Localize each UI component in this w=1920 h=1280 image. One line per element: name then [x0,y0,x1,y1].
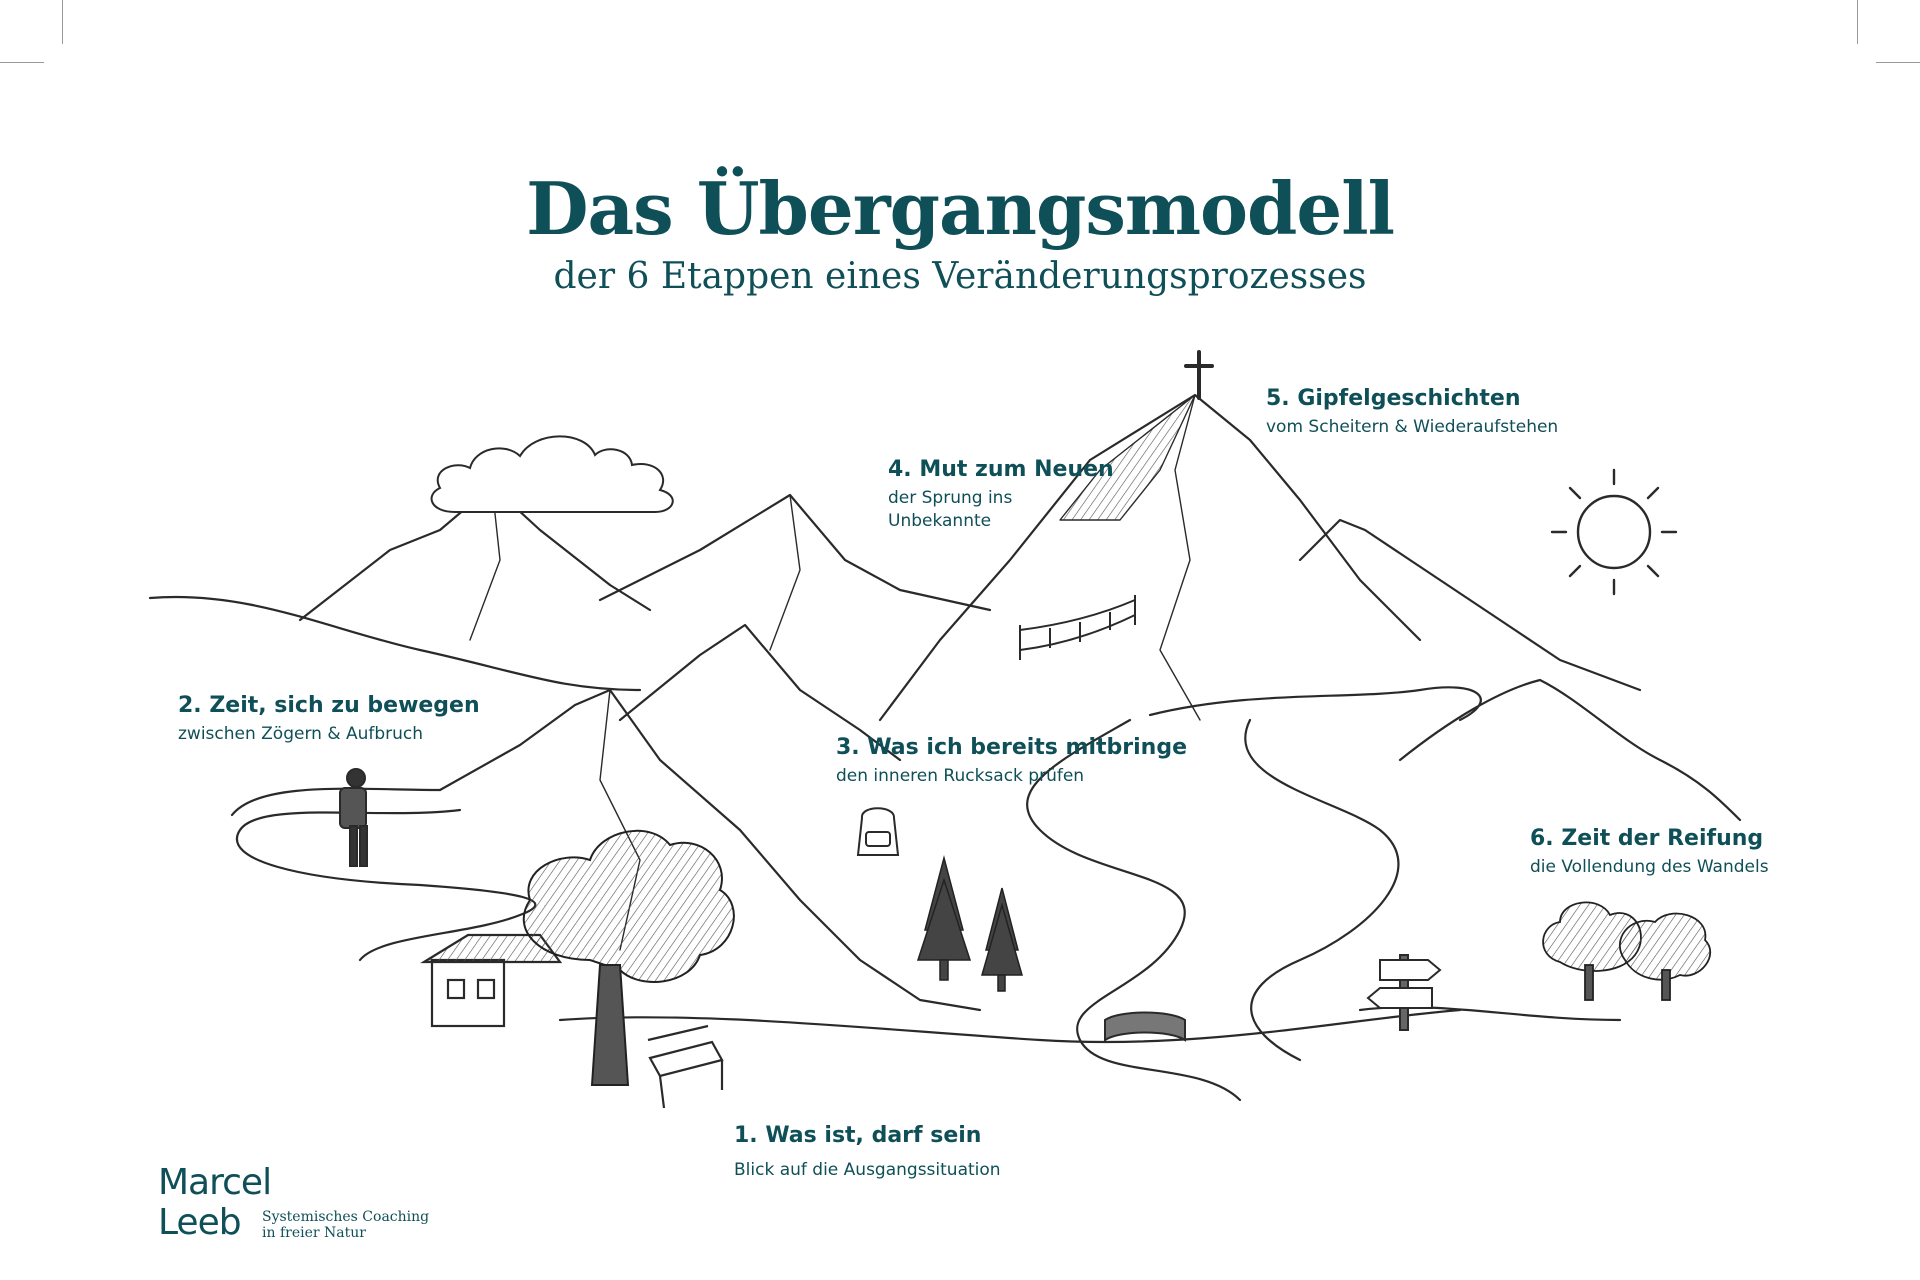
ground-line [558,1008,1462,1044]
stage-4-heading: 4. Mut zum Neuen [888,457,1114,482]
river-top [1148,686,1482,722]
page-subtitle: der 6 Etappen eines Veränderungsprozesse… [553,256,1367,297]
mountain-middle [598,493,992,612]
mountain-foreground [438,688,982,1012]
brand-logo: Marcel Leeb Systemisches Coaching in fre… [158,1162,429,1243]
stage-2-heading: 2. Zeit, sich zu bewegen [178,693,480,718]
stage-5: 5. Gipfelgeschichten vom Scheitern & Wie… [1266,385,1558,439]
rope-bridge-icon [1019,595,1136,660]
stage-5-description: vom Scheitern & Wiederaufstehen [1266,417,1559,437]
stage-1: 1. Was ist, darf sein Blick auf die Ausg… [734,1122,1001,1182]
cloud-icon [430,435,674,513]
house-icon [420,933,563,1028]
logo-first-name: Marcel [158,1162,272,1203]
tree-group-icon [1542,901,1712,1001]
fir-tree-icon [916,855,1023,992]
mountain-right [1298,518,1642,692]
hill-right [1398,678,1742,822]
stage-4: 4. Mut zum Neuen der Sprung ins Unbekann… [888,456,1114,533]
river-left-bank [1026,718,1242,1102]
logo-tagline-line1: Systemisches Coaching [262,1209,430,1225]
crop-mark-top-right [1857,0,1858,44]
winding-path-outer [235,808,537,962]
sun-icon [1550,468,1678,596]
summit-shadow [1059,394,1196,521]
stage-3-heading: 3. Was ich bereits mitbringe [836,735,1188,760]
tree-icon [522,829,735,1086]
stage-1-description: Blick auf die Ausgangssituation [734,1160,1001,1180]
river-right-bank [1244,718,1400,1062]
far-hill-line [148,595,642,692]
logo-tagline: Systemisches Coaching in freier Natur [262,1209,429,1241]
bench-icon [647,1024,724,1109]
mountain-center [618,623,902,762]
stage-4-description-line2: Unbekannte [888,511,992,531]
summit-ridge [1159,394,1201,721]
signpost-icon [1366,954,1442,1031]
stage-6-heading: 6. Zeit der Reifung [1530,826,1764,851]
stage-3-description: den inneren Rucksack prüfen [836,766,1085,786]
crop-mark-right-top [1876,62,1920,63]
stage-5-heading: 5. Gipfelgeschichten [1266,386,1521,411]
crop-mark-left-top [0,62,44,63]
stage-6: 6. Zeit der Reifung die Vollendung des W… [1530,825,1769,879]
stage-3: 3. Was ich bereits mitbringe den inneren… [836,734,1187,788]
stage-4-description-line1: der Sprung ins [888,488,1013,508]
mountain-middle-ridge [769,494,801,651]
stone-bridge-icon [1104,1011,1186,1042]
summit-mountain [878,393,1422,722]
hiker-icon [339,768,368,867]
logo-last-name: Leeb [158,1202,242,1243]
summit-cross-icon [1184,350,1214,400]
page-title: Das Übergangsmodell [526,166,1395,251]
stage-2: 2. Zeit, sich zu bewegen zwischen Zögern… [178,692,480,746]
stage-6-description: die Vollendung des Wandels [1530,857,1769,877]
backpack-icon [856,807,900,856]
stage-1-heading: 1. Was ist, darf sein [734,1123,982,1148]
winding-path-inner [230,787,442,817]
logo-tagline-line2: in freier Natur [262,1225,366,1241]
stage-2-description: zwischen Zögern & Aufbruch [178,724,424,744]
crop-mark-top-left [62,0,63,44]
